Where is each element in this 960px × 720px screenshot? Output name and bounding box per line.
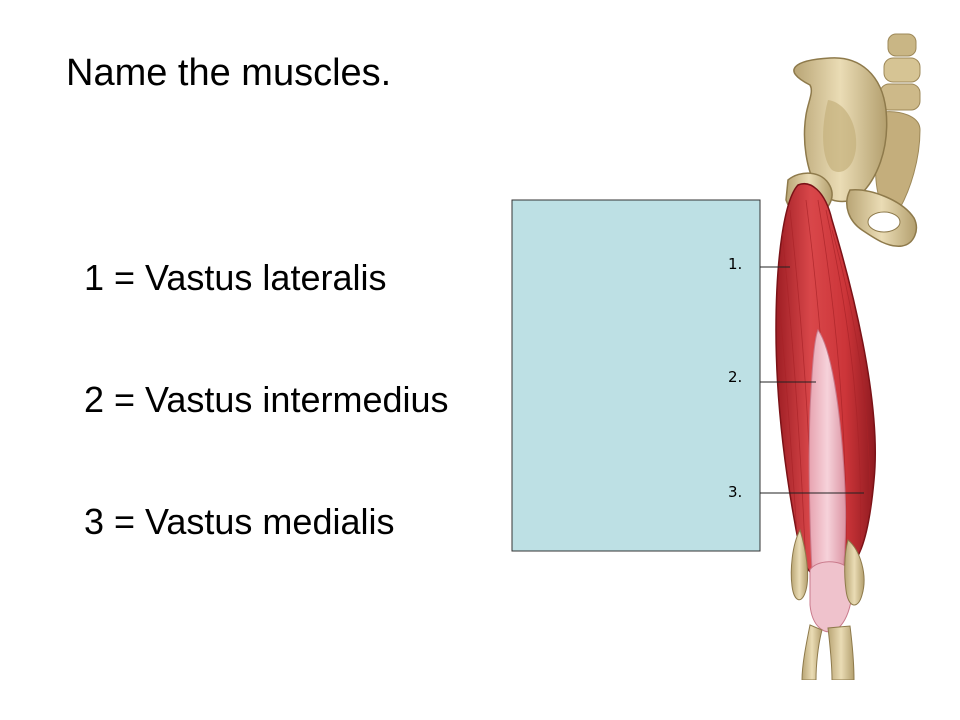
answer-item-2: 2 = Vastus intermedius xyxy=(84,379,449,420)
slide-title: Name the muscles. xyxy=(66,52,392,94)
pelvis-bone xyxy=(793,57,918,247)
label-cover-box xyxy=(511,199,761,552)
knee-bones xyxy=(790,528,865,606)
answer-item-3: 3 = Vastus medialis xyxy=(84,501,395,542)
answer-item-1: 1 = Vastus lateralis xyxy=(84,257,387,298)
answer-list: 1 = Vastus lateralis 2 = Vastus intermed… xyxy=(84,250,449,550)
quadriceps-muscles xyxy=(775,183,877,633)
thigh-muscle-figure: 1. 2. 3. xyxy=(510,30,930,680)
thigh-anatomy-illustration: 1. 2. 3. xyxy=(511,33,921,680)
muscle-label-2: 2. xyxy=(728,368,742,386)
muscle-label-3: 3. xyxy=(728,483,742,501)
muscle-label-1: 1. xyxy=(728,255,742,273)
lower-leg-bones xyxy=(801,624,855,680)
